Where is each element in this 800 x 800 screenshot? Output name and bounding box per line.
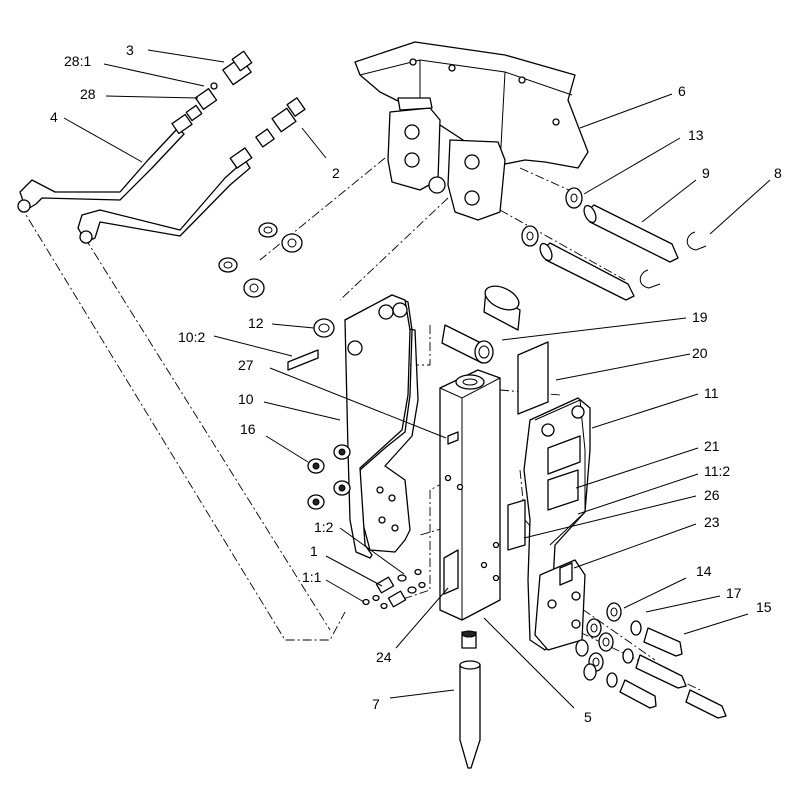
callout-11-2: 11:2	[704, 463, 730, 479]
o-rings-part-1-1	[362, 594, 388, 610]
callout-16: 16	[240, 421, 256, 437]
callout-14: 14	[696, 563, 712, 579]
callout-1-2: 1:2	[314, 519, 334, 535]
callout-labels: 3 28:1 28 4 2 6 13 9 8 12 10:2 27 10 16 …	[50, 42, 782, 725]
callout-9: 9	[702, 165, 710, 181]
decal-part-27	[447, 431, 459, 445]
callout-1: 1	[310, 543, 318, 559]
callout-28-1: 28:1	[64, 53, 91, 69]
hose-part-4	[17, 104, 203, 213]
callout-21: 21	[704, 438, 720, 454]
callout-5: 5	[584, 709, 592, 725]
lock-washers-part-17	[606, 620, 642, 688]
callout-13: 13	[688, 127, 704, 143]
callout-2: 2	[332, 165, 340, 181]
callout-26: 26	[704, 487, 720, 503]
bushing-part-19	[441, 285, 521, 364]
decal-part-10-2	[287, 349, 319, 371]
clip-part-8	[639, 231, 707, 289]
decal-part-26	[507, 499, 526, 551]
callout-3: 3	[126, 42, 134, 58]
callout-24: 24	[376, 649, 392, 665]
decal-part-20	[517, 341, 549, 415]
callout-15: 15	[756, 599, 772, 615]
callout-23: 23	[704, 514, 720, 530]
callout-28: 28	[80, 86, 96, 102]
adapter-part-28	[194, 82, 218, 110]
callout-1-1: 1:1	[302, 569, 322, 585]
callout-8: 8	[774, 165, 782, 181]
callout-7: 7	[372, 696, 380, 712]
washer-part-16	[307, 444, 351, 510]
o-rings-part-1-2	[414, 568, 426, 589]
mounting-bracket-part-6	[354, 41, 589, 221]
bushing-part-12	[313, 318, 335, 338]
callout-4: 4	[50, 109, 58, 125]
callout-19: 19	[692, 309, 708, 325]
bolts-part-15	[619, 627, 727, 719]
callout-11: 11	[704, 385, 719, 401]
callout-20: 20	[692, 345, 708, 361]
side-plate-part-10	[344, 294, 419, 559]
pin-part-9	[539, 204, 679, 301]
callout-27: 27	[238, 357, 254, 373]
leader-lines	[63, 49, 771, 709]
callout-6: 6	[678, 83, 686, 99]
side-plate-part-11	[523, 397, 591, 651]
callout-10: 10	[238, 391, 254, 407]
clip-washers	[218, 222, 303, 298]
coupler-part-3	[222, 50, 253, 86]
callout-17: 17	[726, 585, 742, 601]
chisel-part-7	[459, 630, 481, 769]
washer-part-13	[521, 187, 583, 247]
fitting-part-1	[375, 574, 417, 608]
washers-part-14	[575, 602, 622, 681]
callout-10-2: 10:2	[178, 329, 205, 345]
hose-part-2	[77, 97, 306, 244]
callout-12: 12	[248, 315, 264, 331]
decal-part-24	[443, 549, 459, 595]
